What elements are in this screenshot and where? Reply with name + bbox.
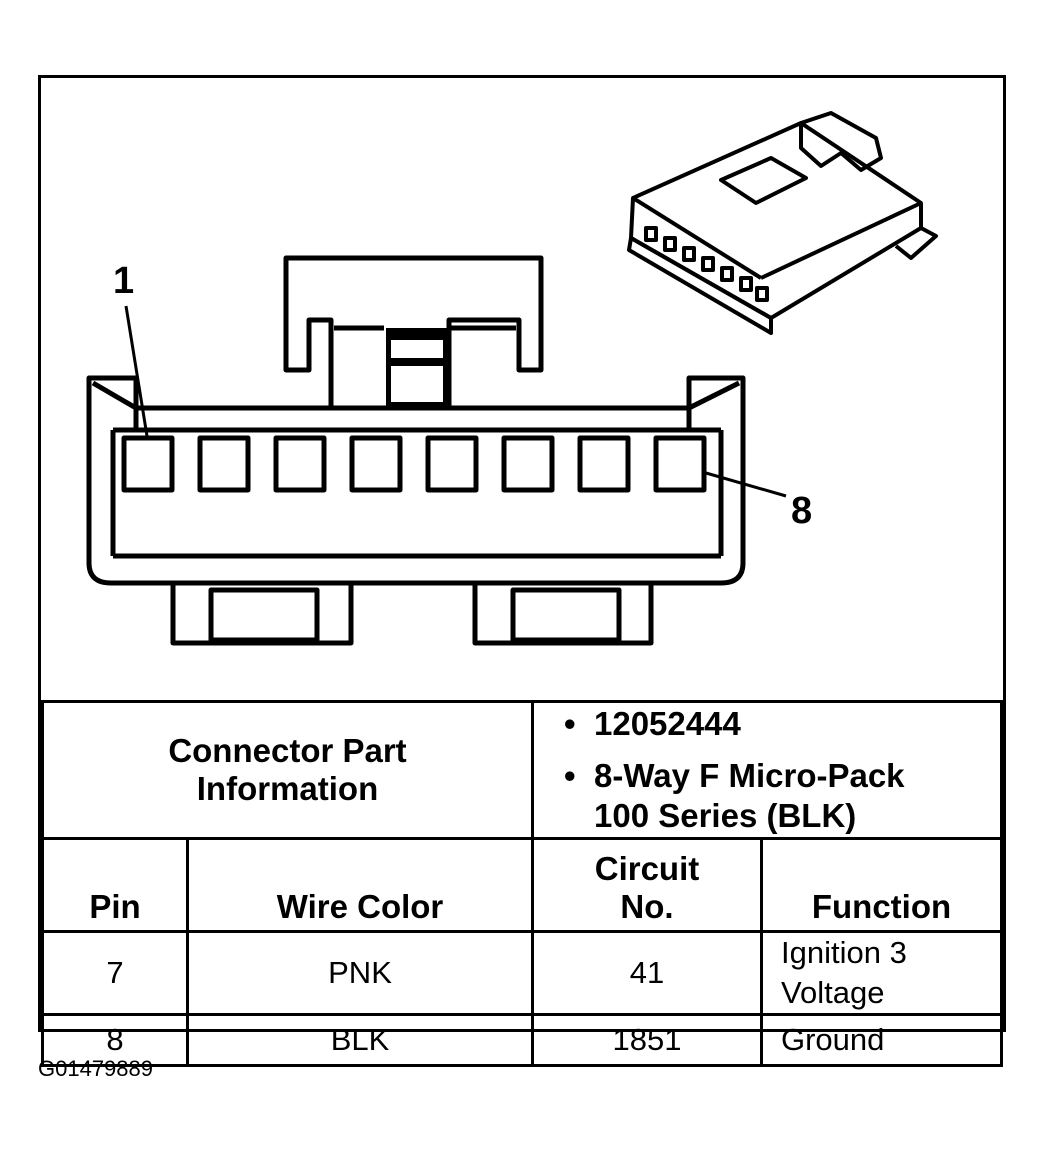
connector-info-table: Connector Part Information •12052444 •8-… bbox=[41, 700, 1003, 1067]
row-wire-color: BLK bbox=[186, 1013, 534, 1067]
header-pin: Pin bbox=[41, 837, 189, 933]
pin-cavity-7 bbox=[577, 435, 631, 493]
pin-last-label: 8 bbox=[791, 490, 812, 532]
connector-part-heading: Connector Part Information bbox=[168, 732, 407, 807]
connector-diagram: 1 8 bbox=[86, 111, 938, 646]
row-circuit: 1851 bbox=[531, 1013, 763, 1067]
header-circuit-no: Circuit No. bbox=[531, 837, 763, 933]
connector-bottom-tab-right bbox=[472, 583, 654, 646]
part-number: 12052444 bbox=[594, 705, 741, 742]
row-pin: 7 bbox=[41, 930, 189, 1016]
pin-cavity-8 bbox=[653, 435, 707, 493]
connector-body bbox=[86, 375, 746, 586]
connector-figure-frame: 1 8 Connector Part Information •12052444… bbox=[38, 75, 1006, 1067]
pin-cavity-1 bbox=[121, 435, 175, 493]
table-row: 7 PNK 41 Ignition 3 Voltage bbox=[41, 930, 1003, 1016]
pin-cavity-2 bbox=[197, 435, 251, 493]
part-description-line1: 8-Way F Micro-Pack bbox=[594, 757, 905, 794]
connector-isometric-view bbox=[627, 111, 938, 335]
connector-bottom-tab-left bbox=[170, 583, 354, 646]
pin-cavity-5 bbox=[425, 435, 479, 493]
pin-cavity-6 bbox=[501, 435, 555, 493]
row-function: Ground bbox=[760, 1013, 1003, 1067]
table-row: 8 BLK 1851 Ground bbox=[41, 1013, 1003, 1067]
row-pin: 8 bbox=[41, 1013, 189, 1067]
pin-cavity-4 bbox=[349, 435, 403, 493]
header-wire-color: Wire Color bbox=[186, 837, 534, 933]
pin-first-label: 1 bbox=[113, 260, 134, 302]
row-function: Ignition 3 Voltage bbox=[760, 930, 1003, 1016]
row-wire-color: PNK bbox=[186, 930, 534, 1016]
figure-id: G01479889 bbox=[38, 1056, 153, 1081]
part-description-line2: 100 Series (BLK) bbox=[594, 797, 857, 834]
connector-part-details: •12052444 •8-Way F Micro-Pack 100 Series… bbox=[531, 700, 1003, 840]
pin-cavity-3 bbox=[273, 435, 327, 493]
row-circuit: 41 bbox=[531, 930, 763, 1016]
connector-part-heading-cell: Connector Part Information bbox=[41, 700, 534, 840]
header-function: Function bbox=[760, 837, 1003, 933]
